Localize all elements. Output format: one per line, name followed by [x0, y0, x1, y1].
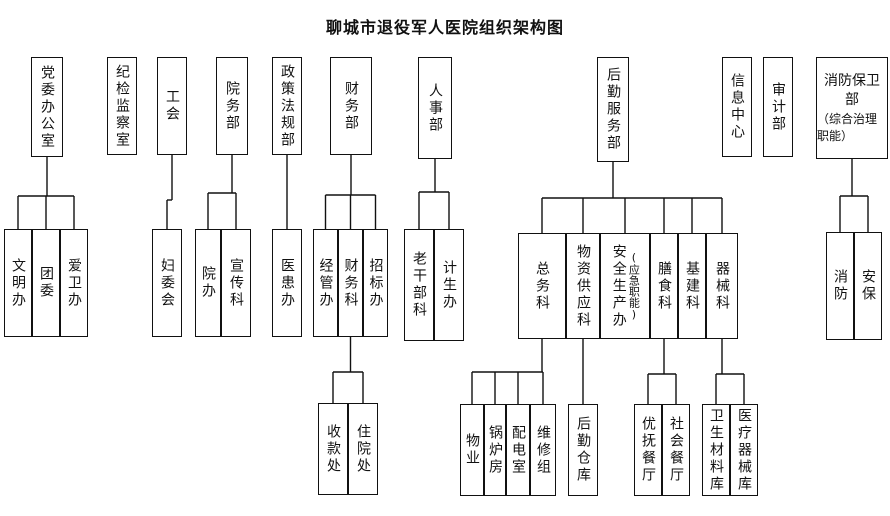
org-box-wzk: 物资供应科 — [566, 233, 600, 339]
org-box-label: 安保 — [860, 269, 877, 303]
org-box-yb: 院办 — [195, 229, 221, 337]
org-box-awb: 爱卫办 — [60, 229, 88, 337]
org-box-jgb: 经管办 — [313, 229, 338, 337]
org-box-label: 爱卫办 — [66, 257, 83, 309]
org-box-label: 院务部 — [224, 80, 241, 132]
org-box-label: 安全生产办 — [610, 243, 627, 329]
org-box-wmb: 文明办 — [4, 229, 32, 337]
org-box-label: 党委办公室 — [39, 64, 56, 150]
org-box-ab: 安保 — [854, 232, 882, 340]
org-box-tw: 团委 — [32, 229, 60, 337]
org-box-jj: 纪检监察室 — [107, 57, 137, 155]
org-box-xfk: 消防 — [826, 232, 854, 340]
org-box-yw: 院务部 — [216, 57, 248, 155]
org-box-gh: 工会 — [157, 57, 187, 155]
org-box-aqb: 安全生产办(应急职能) — [600, 233, 650, 339]
org-box-zbb: 招标办 — [363, 229, 388, 337]
org-box-label: 审计部 — [770, 81, 787, 133]
org-box-label: 纪检监察室 — [114, 63, 131, 149]
org-box-label: 物业 — [464, 433, 481, 467]
org-box-label: 消防保卫部 — [824, 73, 880, 108]
org-box-dw: 党委办公室 — [31, 57, 63, 157]
org-box-sublabel: （综合治理职能） — [817, 111, 878, 143]
org-box-yfct: 优抚餐厅 — [634, 404, 662, 496]
org-box-label: 住院处 — [355, 423, 372, 475]
org-box-label: 政策法规部 — [279, 63, 296, 149]
org-box-ssk: 膳食科 — [650, 233, 678, 339]
org-box-wxz: 维修组 — [530, 404, 556, 496]
org-box-label: 经管办 — [317, 257, 334, 309]
org-box-fwh: 妇委会 — [152, 229, 182, 337]
org-box-label: 锅炉房 — [487, 424, 504, 476]
org-box-glf: 锅炉房 — [484, 404, 506, 496]
org-box-label: 财务部 — [343, 80, 360, 132]
org-box-zwk: 总务科 — [518, 233, 566, 339]
org-box-xck: 宣传科 — [221, 229, 251, 337]
org-box-label: 医疗器械库 — [736, 407, 753, 493]
org-box-yhb: 医患办 — [272, 229, 302, 337]
org-box-hq: 后勤服务部 — [597, 57, 629, 162]
org-box-wy: 物业 — [460, 404, 484, 496]
org-box-label: 优抚餐厅 — [640, 416, 657, 484]
org-box-label: 计生办 — [441, 259, 458, 311]
org-box-label: 卫生材料库 — [708, 407, 725, 493]
org-box-skc: 收款处 — [318, 403, 348, 495]
org-box-zyc: 住院处 — [348, 403, 378, 495]
org-box-label: 基建科 — [684, 260, 701, 312]
org-box-ylqx: 医疗器械库 — [730, 404, 758, 496]
org-box-label: 老干部科 — [411, 251, 428, 319]
org-box-label: 信息中心 — [729, 73, 746, 141]
org-box-label: 工会 — [164, 89, 181, 123]
org-box-wscl: 卫生材料库 — [702, 404, 730, 496]
org-box-jjk: 基建科 — [678, 233, 706, 339]
chart-title: 聊城市退役军人医院组织架构图 — [325, 18, 564, 37]
org-box-label: 膳食科 — [656, 260, 673, 312]
org-box-label: 维修组 — [535, 424, 552, 476]
org-box-sj: 审计部 — [763, 57, 793, 157]
org-box-zc: 政策法规部 — [272, 57, 302, 155]
org-box-label: 后勤服务部 — [605, 67, 622, 152]
org-box-label: 消防 — [832, 269, 849, 303]
org-box-cwk: 财务科 — [338, 229, 363, 337]
org-box-label: 招标办 — [367, 257, 384, 309]
org-box-qxk: 器械科 — [706, 233, 738, 339]
org-box-label: 后勤仓库 — [575, 416, 592, 484]
org-box-label: 财务科 — [342, 257, 359, 309]
org-box-shct: 社会餐厅 — [662, 404, 690, 496]
org-box-label: 团委 — [38, 266, 55, 300]
org-box-label: 社会餐厅 — [668, 416, 685, 484]
org-box-lgb: 老干部科 — [404, 229, 434, 341]
org-box-hqck: 后勤仓库 — [568, 404, 598, 496]
org-box-rs: 人事部 — [418, 57, 452, 159]
org-box-xx: 信息中心 — [722, 57, 752, 157]
org-box-label: 医患办 — [279, 257, 296, 309]
org-box-label: 宣传科 — [228, 257, 245, 309]
org-box-cw: 财务部 — [330, 57, 372, 155]
org-box-pds: 配电室 — [506, 404, 530, 496]
org-box-sublabel: (应急职能) — [627, 251, 641, 321]
org-box-label: 文明办 — [10, 257, 27, 309]
org-box-label: 妇委会 — [159, 257, 176, 309]
org-box-label: 器械科 — [714, 260, 731, 312]
org-box-label: 院办 — [200, 266, 217, 300]
org-box-label: 物资供应科 — [575, 243, 592, 329]
org-box-xf: 消防保卫部（综合治理职能） — [816, 57, 888, 159]
org-box-label: 收款处 — [325, 423, 342, 475]
org-box-jsb: 计生办 — [434, 229, 464, 341]
org-box-label: 人事部 — [427, 82, 444, 134]
org-box-label: 总务科 — [534, 260, 551, 312]
org-box-label: 配电室 — [510, 424, 527, 476]
